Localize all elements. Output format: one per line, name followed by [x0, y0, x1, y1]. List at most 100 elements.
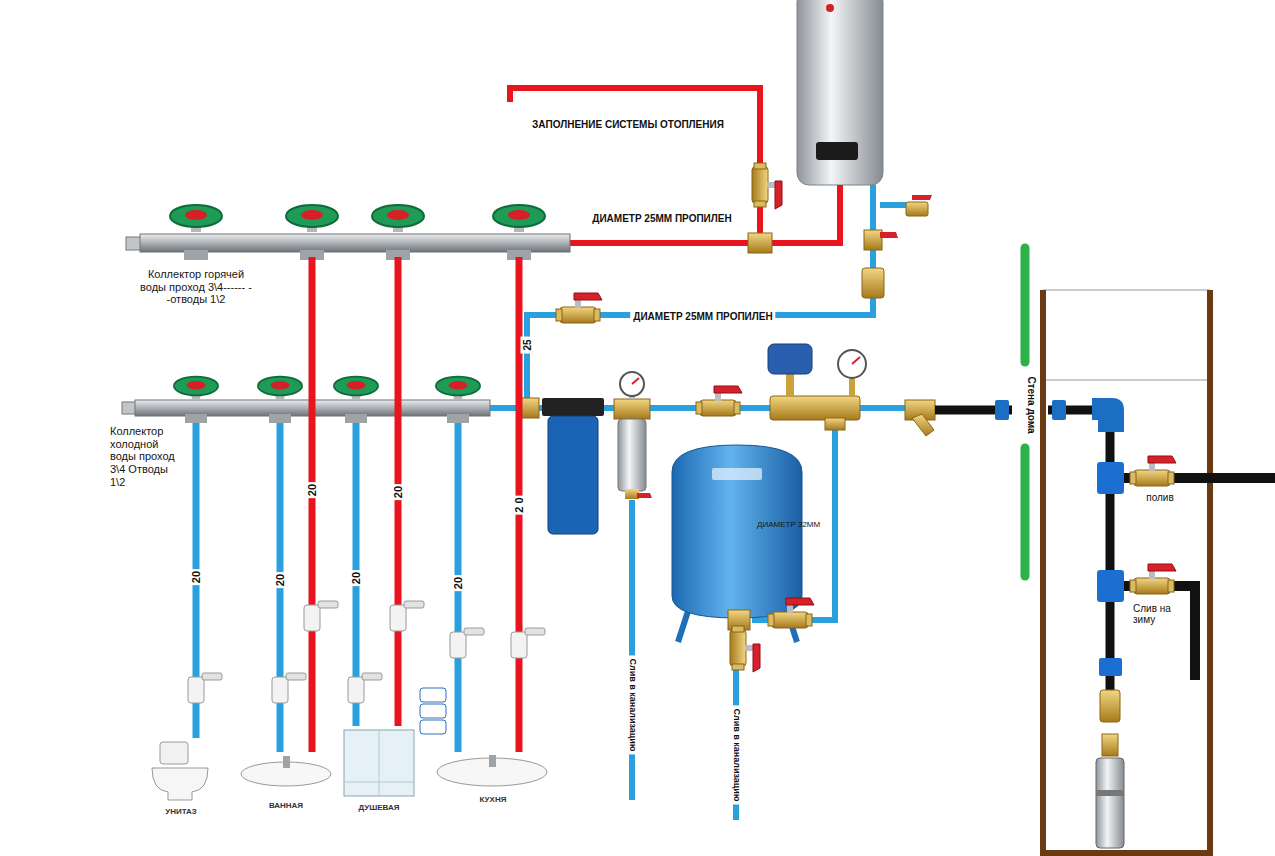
well-shaft-part [1043, 290, 1210, 380]
cold-pipes-part [860, 405, 905, 411]
ppr-valve [188, 673, 222, 703]
cold-collector-part [447, 414, 469, 423]
cold-pipes-part [880, 202, 908, 208]
strainer [905, 400, 935, 436]
mesh-filter-with-gauge-part [620, 372, 644, 396]
boiler-safety-group-part [880, 232, 898, 238]
cold-collector-part [334, 377, 378, 400]
ball-valve [556, 293, 602, 323]
annotation: ДИАМЕТР 25ММ ПРОПИЛЕН [630, 310, 775, 323]
toilet-fixture: УНИТАЗ [145, 738, 217, 816]
well-fittings-part [1099, 658, 1122, 676]
boiler-safety-group-part [906, 202, 928, 216]
drinking-filter-part [420, 704, 446, 718]
boiler-safety-group-part [912, 195, 932, 200]
well-shaft-part [1043, 290, 1210, 853]
five-way-fitting [768, 344, 866, 430]
five-way-fitting-part [768, 344, 812, 374]
mesh-filter-with-gauge-part [625, 489, 639, 499]
five-way-fitting-part [852, 357, 860, 364]
expansion-tank: ДИАМЕТР 32ММ [665, 440, 825, 630]
pipe-diameter: 20 [391, 484, 405, 500]
hot-collector [126, 205, 570, 260]
well-fittings-part [1100, 690, 1120, 722]
pipe-elbow [1092, 398, 1124, 432]
cartridge-filter-part [548, 416, 598, 534]
pipe-coupling [995, 400, 1009, 420]
hot-pipe [309, 257, 316, 752]
pipe-diameter: 20 [305, 482, 319, 498]
borehole-pump [1096, 758, 1124, 848]
house-wall-part [1021, 248, 1030, 362]
boiler-part [826, 4, 834, 12]
bathroom-sink [241, 756, 331, 786]
sink-fixture: ВАННАЯ [235, 752, 337, 810]
node-label: УНИТАЗ [145, 807, 217, 816]
pipe-diameter: 20 [349, 570, 363, 586]
vertical-note: Слив в канализацию [626, 655, 638, 754]
boiler-part [797, 0, 883, 185]
toilet-part [160, 742, 188, 764]
hot-collector-part [286, 205, 338, 232]
ball-valve [768, 598, 814, 628]
cold-pipes-part [527, 185, 873, 398]
hot-collector-part [184, 250, 208, 260]
boiler-safety-group [862, 195, 932, 298]
cartridge-filter [542, 398, 604, 534]
vertical-note: Слив в канализацию [730, 705, 742, 804]
drinking-filter-part [420, 720, 446, 734]
borehole-pump-part [1096, 790, 1124, 796]
cold-pipes-part [650, 405, 700, 411]
mesh-filter-with-gauge-part [637, 493, 652, 498]
supply-pipe [935, 410, 1110, 700]
node-label: ВАННАЯ [235, 801, 337, 810]
well-fittings-part [1124, 586, 1195, 680]
kitchen-sink [437, 755, 547, 786]
cold-collector-part [174, 377, 218, 400]
boiler-safety-group-part [862, 268, 884, 298]
annotation: Слив на зиму [1133, 603, 1183, 625]
mesh-filter-with-gauge-part [614, 399, 650, 419]
strainer-part [912, 414, 934, 436]
hot-pipes [510, 88, 840, 243]
cold-pipes-part [629, 500, 635, 800]
toilet-part [152, 768, 208, 800]
cold-collector-part [345, 414, 367, 423]
annotation: полив [1146, 492, 1174, 503]
node-label: Коллектор холодной воды проход 3\4 Отвод… [110, 425, 186, 488]
node-label: ДИАМЕТР 32ММ [757, 520, 820, 529]
five-way-fitting-part [838, 350, 866, 378]
annotation: ЗАПОЛНЕНИЕ СИСТЕМЫ ОТОПЛЕНИЯ [532, 119, 724, 130]
hot-collector-part [140, 234, 570, 252]
five-way-fitting-part [825, 418, 845, 430]
node-label: КУХНЯ [432, 795, 554, 804]
cold-pipes-part [604, 405, 614, 411]
pipe-diameter: 2 0 [512, 495, 526, 514]
ppr-valve [390, 601, 424, 631]
heating-fill-fittings-part [748, 233, 772, 253]
expansion-tank-part [712, 468, 762, 480]
vertical-note: Стена дома [1025, 373, 1038, 436]
five-way-fitting-part [786, 372, 794, 396]
ppr-valve [511, 628, 545, 658]
well-fittings-part [1130, 564, 1176, 594]
node-label: ДУШЕВАЯ [337, 803, 421, 812]
toilet [152, 742, 208, 800]
well-fittings-part [1097, 570, 1124, 602]
kitchen-sink-part [489, 755, 496, 767]
hot-collector-part [493, 205, 545, 232]
heating-fill-fittings [748, 163, 782, 253]
drain-valve [730, 626, 760, 672]
borehole-pump-part [1096, 758, 1124, 848]
cold-pipes [490, 185, 908, 820]
shower-cabin-part [344, 730, 414, 796]
cartridge-filter-part [542, 398, 604, 416]
pipe-diameter: 20 [451, 575, 465, 591]
well-fittings-part [1097, 462, 1124, 494]
hot-pipes-part [570, 185, 840, 243]
pipe-diameter: 20 [189, 569, 203, 585]
well-fittings-part [1102, 734, 1118, 756]
house-wall-part [1021, 448, 1030, 576]
shower-cabin-part [344, 730, 414, 796]
